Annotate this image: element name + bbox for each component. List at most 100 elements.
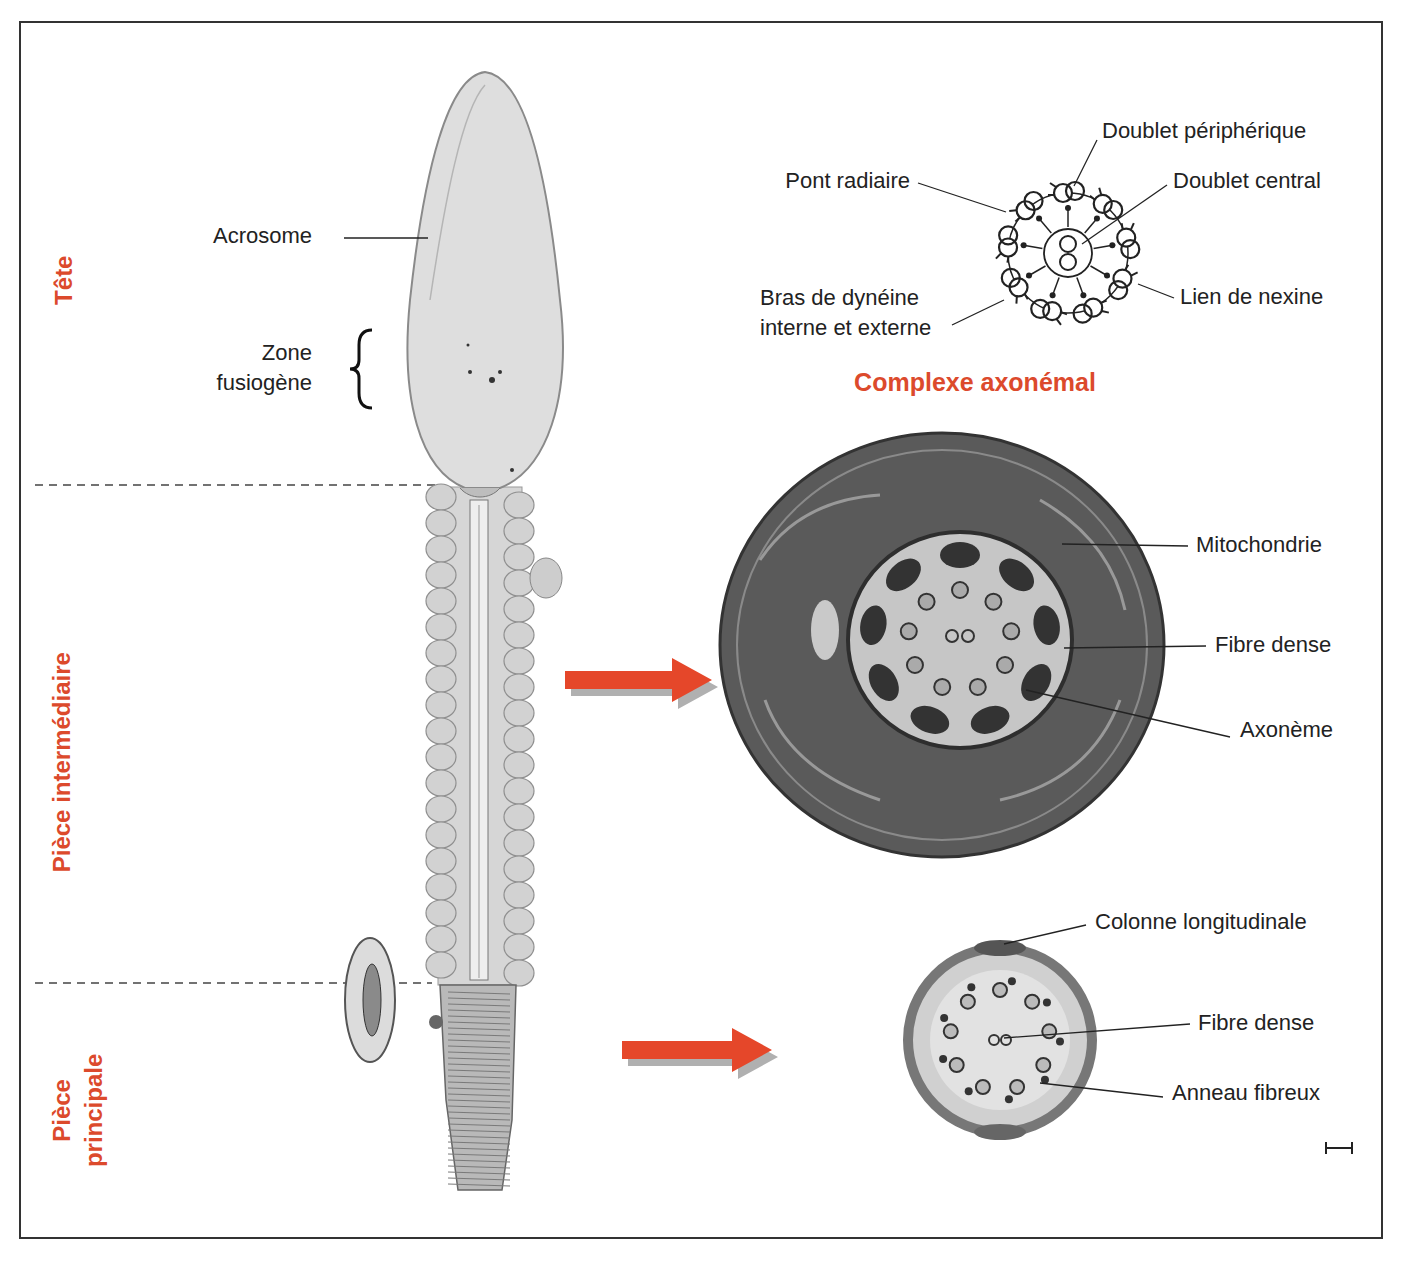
dynein-arm: [1125, 265, 1128, 270]
section-outline: [720, 433, 1164, 857]
axoneme-doublet: [1025, 995, 1039, 1009]
mitochondrion: [504, 856, 534, 882]
section-label: Pièce principale: [46, 1050, 111, 1170]
mitochondrion: [426, 952, 456, 978]
part-label: Acrosome: [213, 221, 312, 251]
mitochondrion: [504, 882, 534, 908]
dynein-arm: [1015, 296, 1017, 303]
dense-fiber: [1005, 1095, 1013, 1103]
section-label: Tête: [49, 255, 81, 304]
doublet-b: [1031, 300, 1049, 318]
mitochondrial-matrix: [811, 600, 839, 660]
dynein-arm: [1015, 218, 1020, 222]
fibrous-sheath-rib: [448, 1112, 510, 1114]
flagellum-axis: [479, 505, 480, 978]
spoke-head: [1036, 216, 1042, 222]
axoneme-doublet: [919, 594, 935, 610]
sperm-figure: [345, 72, 563, 1190]
sperm-head: [407, 72, 562, 488]
axoneme-ring: [1008, 193, 1128, 313]
fibrous-sheath-rib: [448, 998, 510, 1000]
spoke-head: [1050, 292, 1056, 298]
acrosome-outline: [430, 85, 485, 300]
doublet-b: [999, 226, 1017, 244]
inner-region: [848, 532, 1072, 748]
frame: [20, 22, 1382, 1238]
mitochondrion: [504, 648, 534, 674]
dynein-arm: [1050, 183, 1056, 187]
mitochondrion: [426, 796, 456, 822]
dense-fiber: [1041, 1076, 1049, 1084]
dense-fiber: [863, 659, 906, 707]
fibrous-sheath-rib: [448, 1184, 510, 1186]
fibrous-sheath-rib: [448, 1166, 510, 1168]
part-label: Zone fusiogène: [182, 338, 312, 397]
mitochondrion: [426, 926, 456, 952]
axoneme-doublet: [985, 594, 1001, 610]
mitochondrion: [426, 770, 456, 796]
dense-fiber: [967, 701, 1013, 739]
fibrous-sheath-rib: [448, 1040, 510, 1042]
dense-fiber: [939, 1055, 947, 1063]
fibrous-sheath-rib: [448, 1100, 510, 1102]
mitochondrion: [504, 804, 534, 830]
dynein-arm: [1025, 294, 1028, 299]
central-microtubule: [989, 1035, 999, 1045]
spoke-head: [1026, 273, 1032, 279]
fibrous-sheath-rib: [448, 1118, 510, 1120]
mitochondrion: [504, 752, 534, 778]
principal-piece: [440, 985, 516, 1190]
part-label: Anneau fibreux: [1172, 1078, 1320, 1108]
leader-line: [1040, 1083, 1163, 1097]
spoke-head: [1104, 273, 1110, 279]
pointer-arrow: [622, 1028, 772, 1072]
principal-section: [908, 940, 1092, 1140]
fibrous-sheath-rib: [448, 1172, 510, 1174]
mitochondrion: [426, 666, 456, 692]
fibrous-sheath-rib: [448, 1010, 510, 1012]
fibrous-sheath-rib: [448, 1106, 510, 1108]
doublet-b: [1074, 305, 1092, 323]
leader-line: [1074, 140, 1097, 186]
axoneme-doublet: [934, 679, 950, 695]
central-microtubule: [946, 630, 958, 642]
nucleus-dot: [498, 370, 502, 374]
scale-bar: [1326, 1142, 1352, 1154]
dense-fiber: [1043, 999, 1051, 1007]
mitochondrion: [530, 558, 562, 598]
leader-line: [1138, 284, 1174, 298]
fibrous-sheath-rib: [448, 1052, 510, 1054]
mitochondrion: [504, 726, 534, 752]
fibrous-sheath-rib: [448, 1178, 510, 1180]
mitochondrion: [504, 518, 534, 544]
part-label: Bras de dynéine interne et externe: [760, 283, 985, 342]
mitochondrion: [504, 544, 534, 570]
doublet-b: [1104, 201, 1122, 219]
mitochondrion: [426, 510, 456, 536]
fibrous-sheath-rib: [448, 1160, 510, 1162]
mitochondrion: [426, 562, 456, 588]
dense-fiber: [965, 1087, 973, 1095]
doublet-a: [1084, 299, 1102, 317]
dense-fiber: [940, 1014, 948, 1022]
mitochondrion: [426, 614, 456, 640]
fibrous-sheath-rib: [448, 1034, 510, 1036]
part-label: Pont radiaire: [785, 166, 910, 196]
spoke-head: [1109, 242, 1115, 248]
mitochondrion: [426, 874, 456, 900]
leader-line: [1062, 544, 1188, 546]
axoneme-doublet: [993, 983, 1007, 997]
cytoplasmic-droplet: [363, 964, 381, 1036]
mitochondrion: [426, 900, 456, 926]
section-label: Pièce intermédiaire: [46, 652, 78, 872]
mitochondrion: [504, 622, 534, 648]
doublet-a: [1043, 302, 1061, 320]
spoke-head: [1065, 205, 1071, 211]
dense-fiber: [967, 983, 975, 991]
fibrous-sheath-rib: [448, 1142, 510, 1144]
fibrous-sheath-rib: [448, 992, 510, 994]
axoneme-doublet: [901, 623, 917, 639]
dynein-arm: [1057, 319, 1061, 325]
mitochondrion: [504, 674, 534, 700]
fibrous-sheath-rib: [448, 1070, 510, 1072]
